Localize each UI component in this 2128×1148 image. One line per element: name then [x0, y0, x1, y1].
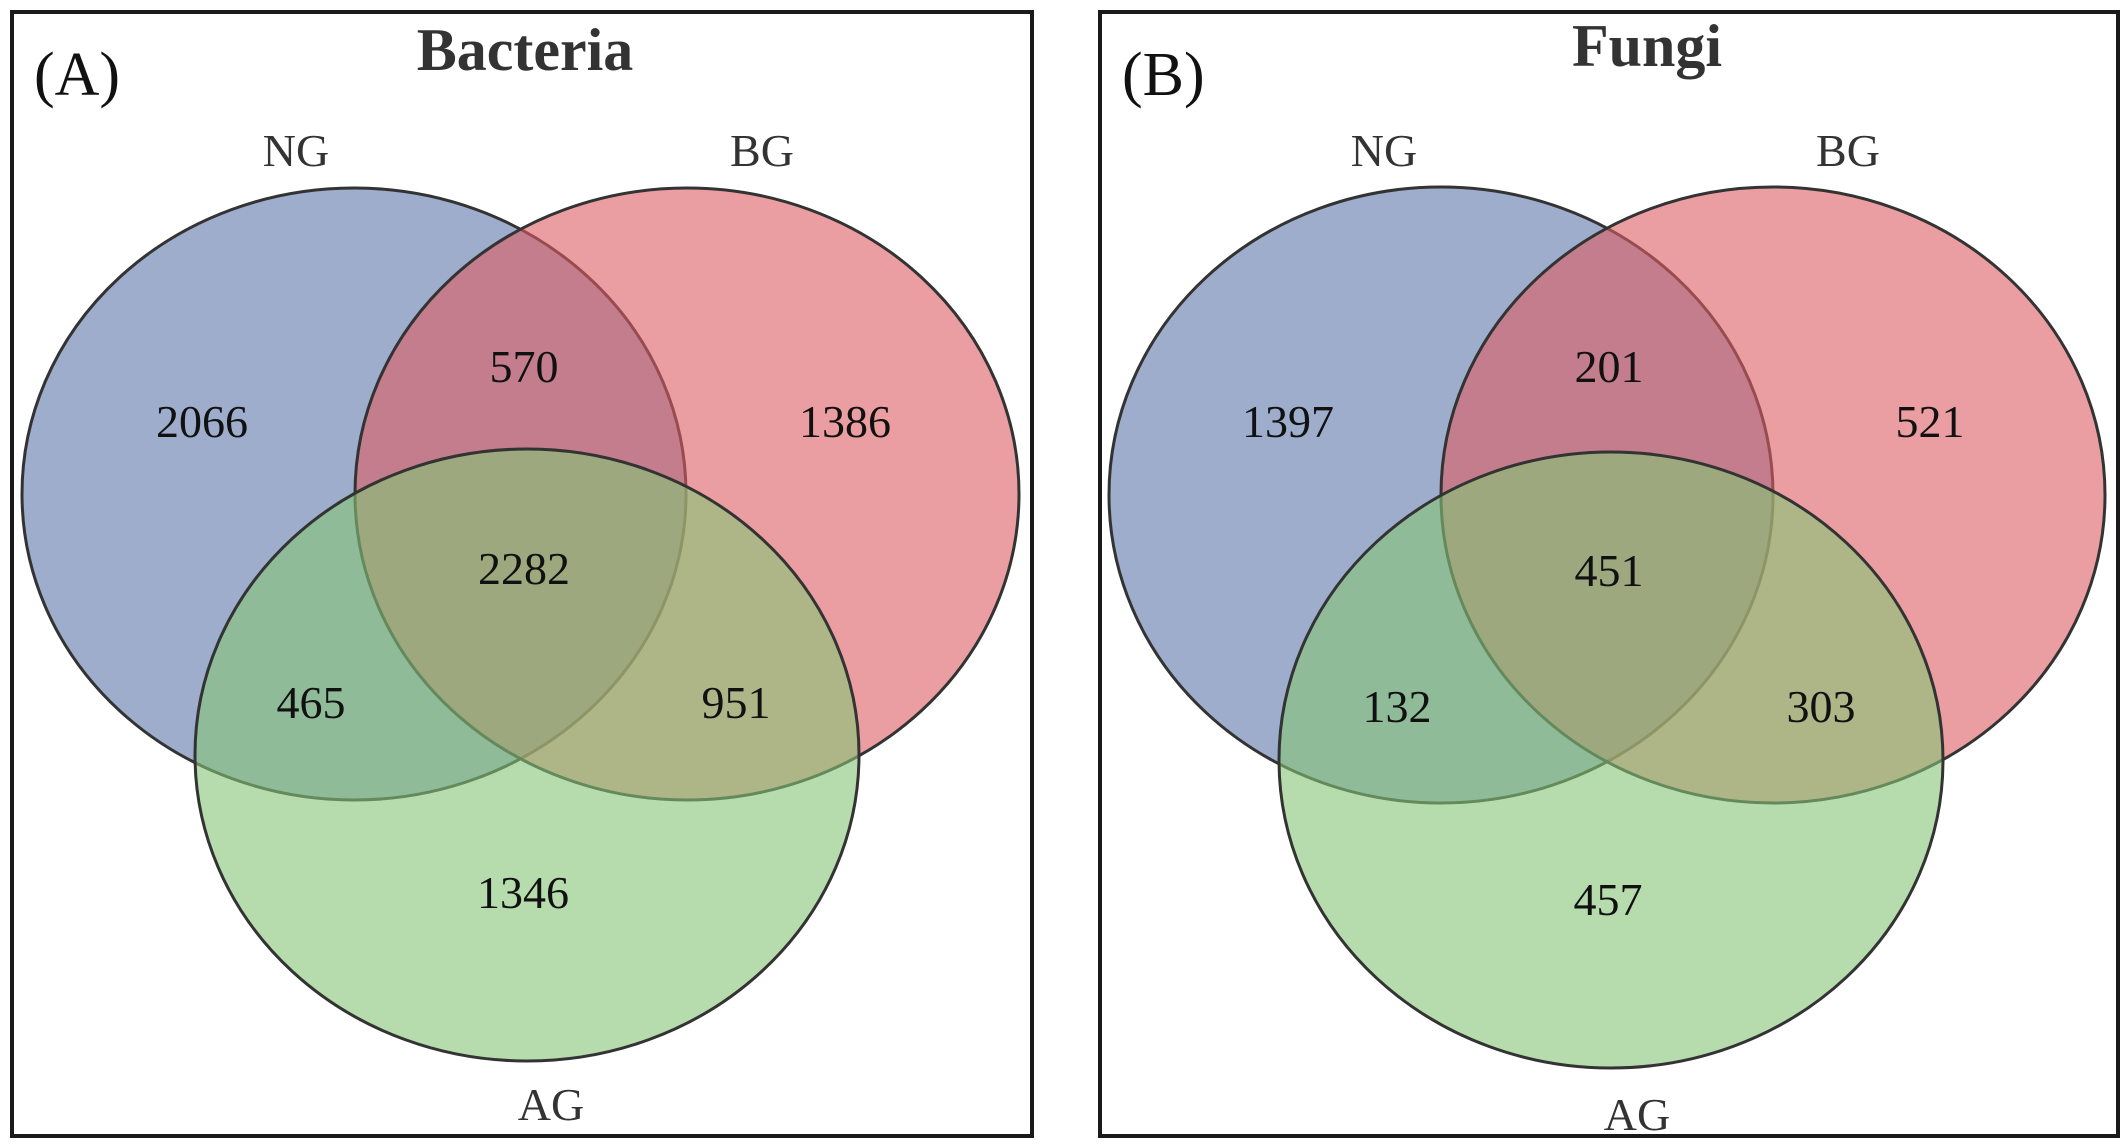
count-all-bacteria: 2282	[478, 543, 570, 594]
label-bg-fungi: BG	[1816, 125, 1880, 176]
count-ng-ag-fungi: 132	[1363, 681, 1432, 732]
panel-b-letter: (B)	[1122, 41, 1205, 109]
count-ng-bg-fungi: 201	[1575, 341, 1644, 392]
circle-ag-bacteria	[193, 447, 861, 1063]
count-bg-ag-fungi: 303	[1787, 681, 1856, 732]
label-ag-fungi: AG	[1604, 1089, 1670, 1140]
count-ag-only-fungi: 457	[1574, 874, 1643, 925]
label-bg-bacteria: BG	[730, 125, 794, 176]
count-ng-ag-bacteria: 465	[277, 677, 346, 728]
panel-fungi: (B) Fungi NG BG AG 1397 521 201 451 132 …	[1098, 10, 2120, 1140]
panel-bacteria: (A) Bacteria NG BG AG 2066 1386 570 2282…	[10, 10, 1034, 1138]
count-ng-bg-bacteria: 570	[490, 341, 559, 392]
count-bg-only-fungi: 521	[1896, 396, 1965, 447]
circle-ag-fungi	[1277, 450, 1945, 1070]
count-bg-ag-bacteria: 951	[702, 677, 771, 728]
count-all-fungi: 451	[1575, 545, 1644, 596]
count-ng-only-bacteria: 2066	[156, 396, 248, 447]
panel-b-title: Fungi	[1572, 13, 1722, 79]
count-ng-only-fungi: 1397	[1242, 396, 1334, 447]
label-ag-bacteria: AG	[518, 1079, 584, 1130]
panel-a-letter: (A)	[34, 41, 120, 109]
count-ag-only-bacteria: 1346	[477, 867, 569, 918]
panel-b-frame	[1098, 10, 2120, 1138]
panel-a-frame	[10, 10, 1034, 1138]
label-ng-bacteria: NG	[263, 125, 329, 176]
count-bg-only-bacteria: 1386	[799, 396, 891, 447]
label-ng-fungi: NG	[1351, 125, 1417, 176]
panel-a-title: Bacteria	[417, 17, 634, 83]
